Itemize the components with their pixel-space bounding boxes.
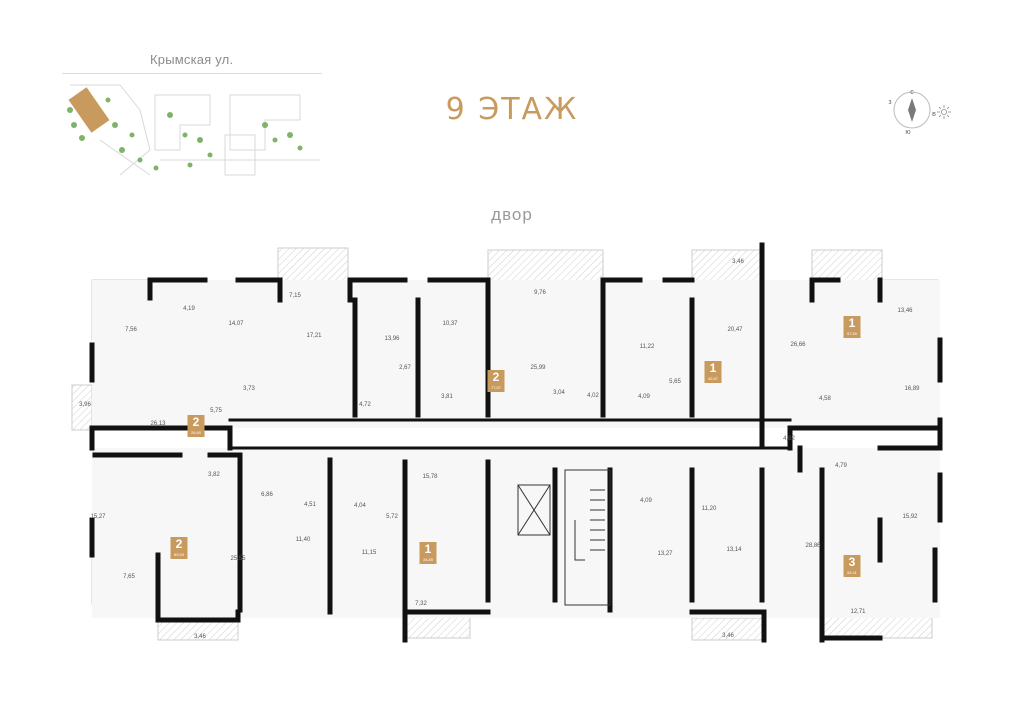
room-area: 4,02	[587, 393, 599, 399]
compass-s: ю	[905, 129, 910, 136]
site-map	[67, 84, 320, 176]
apartment-area: 57,50	[846, 331, 857, 336]
room-area: 26,66	[790, 342, 806, 348]
apartment-rooms: 3	[848, 555, 856, 569]
apartment-rooms: 2	[492, 370, 500, 384]
apartment-rooms: 1	[424, 542, 432, 556]
room-area: 15,27	[90, 514, 106, 520]
room-area: 25,55	[230, 556, 246, 562]
room-area: 3,96	[79, 402, 91, 408]
room-area: 13,14	[726, 547, 742, 553]
room-area: 12,71	[850, 609, 866, 615]
apartment-area: 34,89	[422, 557, 433, 562]
room-area: 6,86	[261, 492, 273, 498]
room-area: 9,76	[534, 290, 546, 296]
apartment-marker[interactable]: 1 42,67	[704, 361, 722, 383]
apartment-marker[interactable]: 3 94,11	[843, 555, 861, 577]
sun-icon	[937, 105, 951, 119]
courtyard-label: двор	[491, 205, 533, 224]
room-area: 7,15	[289, 293, 301, 299]
room-area: 16,89	[904, 386, 920, 392]
apartment-rooms: 1	[848, 316, 856, 330]
room-area: 11,40	[295, 537, 311, 543]
room-area: 7,32	[415, 601, 427, 607]
room-area: 4,82	[783, 436, 795, 442]
apartment-marker[interactable]: 2 60,53	[170, 537, 188, 559]
room-area: 3,82	[208, 472, 220, 478]
room-area: 4,72	[359, 402, 371, 408]
room-area: 3,81	[441, 394, 453, 400]
room-area: 2,67	[399, 365, 411, 371]
room-area: 14,07	[228, 321, 244, 327]
room-area: 5,72	[386, 514, 398, 520]
compass-e: в	[932, 111, 936, 118]
room-area: 26,13	[150, 421, 166, 427]
apartment-area: 26,60	[190, 430, 201, 435]
room-area: 11,22	[639, 344, 655, 350]
room-area: 4,09	[640, 498, 652, 504]
street-label: Крымская ул.	[150, 52, 234, 67]
apartment-rooms: 2	[175, 537, 183, 551]
room-area: 3,46	[722, 633, 734, 639]
room-area: 4,19	[183, 306, 195, 312]
floor-fill	[92, 280, 940, 618]
apartment-area: 77,57	[490, 385, 501, 390]
corridor	[230, 428, 790, 448]
room-area: 17,21	[306, 333, 322, 339]
room-area: 7,65	[123, 574, 135, 580]
room-area: 20,47	[727, 327, 743, 333]
room-area: 15,78	[422, 474, 438, 480]
room-area: 15,92	[902, 514, 918, 520]
room-area: 4,09	[638, 394, 650, 400]
room-area: 10,37	[442, 321, 458, 327]
room-area: 13,46	[897, 308, 913, 314]
stair-core	[517, 469, 611, 606]
room-area: 3,46	[732, 259, 744, 265]
street-divider	[62, 73, 322, 74]
room-area: 11,20	[701, 506, 717, 512]
apartment-rooms: 1	[709, 361, 717, 375]
building-marker	[68, 87, 110, 133]
room-area: 3,73	[243, 386, 255, 392]
room-area: 3,46	[194, 634, 206, 640]
floor-title: 9 ЭТАЖ	[445, 92, 579, 127]
compass-w: з	[888, 99, 891, 106]
apartment-marker[interactable]: 1 57,50	[843, 316, 861, 338]
room-area: 7,56	[125, 327, 137, 333]
room-area: 13,96	[384, 336, 400, 342]
room-area: 4,58	[819, 396, 831, 402]
apartment-area: 42,67	[707, 376, 718, 381]
room-area: 28,86	[805, 543, 821, 549]
compass-icon: с з в ю	[888, 89, 951, 136]
apartment-marker[interactable]: 2 77,57	[487, 370, 505, 392]
compass-n: с	[910, 89, 914, 96]
room-area: 4,51	[304, 502, 316, 508]
apartment-marker[interactable]: 2 26,60	[187, 415, 205, 437]
room-area: 5,65	[669, 379, 681, 385]
apartment-rooms: 2	[192, 415, 200, 429]
apartment-area: 60,53	[173, 552, 184, 557]
room-area: 3,04	[553, 390, 565, 396]
room-area: 11,15	[361, 550, 377, 556]
room-area: 4,04	[354, 503, 366, 509]
room-area: 13,27	[657, 551, 673, 557]
room-area: 5,75	[210, 408, 222, 414]
apartment-marker[interactable]: 1 34,89	[419, 542, 437, 564]
room-area: 4,79	[835, 463, 847, 469]
room-area: 25,99	[530, 365, 546, 371]
apartment-area: 94,11	[847, 570, 857, 575]
